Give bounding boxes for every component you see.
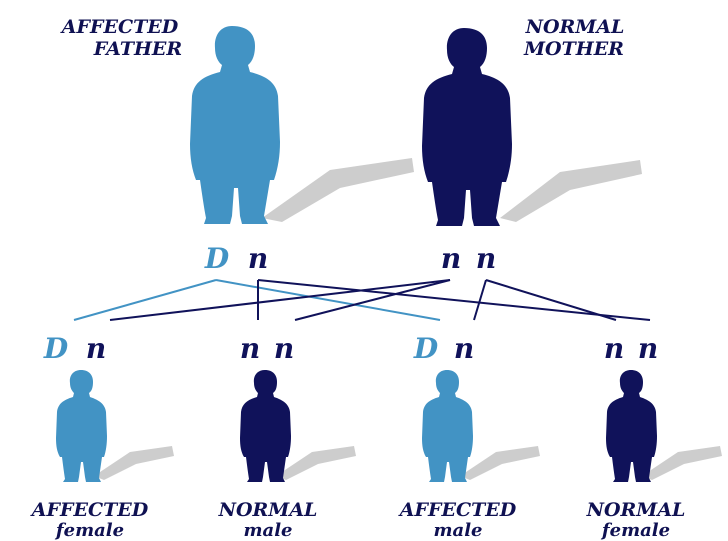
- line-mother-n2-to-child3: [473, 279, 487, 321]
- father-label-line2: FATHER: [93, 38, 182, 60]
- child4-shadow: [642, 446, 722, 480]
- child2-label-line1: NORMAL: [218, 499, 318, 521]
- child1-allele-1: D: [43, 332, 69, 365]
- father-label-line1: AFFECTED: [60, 16, 179, 38]
- child1-label-line2: female: [54, 520, 124, 541]
- child2-silhouette: [240, 370, 291, 482]
- child4-allele-1: n: [604, 332, 624, 365]
- father-allele-2: n: [248, 242, 268, 275]
- child1-silhouette: [56, 370, 107, 482]
- child4-label-line2: female: [600, 520, 670, 541]
- child3-silhouette: [422, 370, 473, 482]
- mother-silhouette: [422, 28, 512, 226]
- child3-allele-2: n: [454, 332, 474, 365]
- child2-label-line2: male: [244, 520, 293, 541]
- child3-label-line2: male: [434, 520, 483, 541]
- child4-silhouette: [606, 370, 657, 482]
- mother-shadow: [500, 160, 642, 222]
- mother-label-line1: NORMAL: [525, 16, 625, 38]
- father-silhouette: [190, 26, 280, 224]
- line-mother-n2-to-child4: [485, 279, 617, 321]
- line-father-D-to-child1: [73, 279, 217, 321]
- child3-shadow: [460, 446, 540, 480]
- child2-shadow: [276, 446, 356, 480]
- line-mother-n1-to-child1: [109, 279, 451, 321]
- father-allele-1: D: [204, 242, 230, 275]
- child4-label-line1: NORMAL: [586, 499, 686, 521]
- father-shadow: [262, 158, 414, 222]
- child2-allele-1: n: [240, 332, 260, 365]
- child4-allele-2: n: [638, 332, 658, 365]
- mother-allele-2: n: [476, 242, 496, 275]
- line-father-n-to-child4: [257, 279, 651, 321]
- child3-label-line1: AFFECTED: [398, 499, 517, 521]
- child2-allele-2: n: [274, 332, 294, 365]
- line-father-D-to-child3: [215, 279, 441, 321]
- mother-allele-1: n: [441, 242, 461, 275]
- child1-label-line1: AFFECTED: [30, 499, 149, 521]
- child1-shadow: [94, 446, 174, 480]
- mother-label-line2: MOTHER: [523, 38, 624, 60]
- child1-allele-2: n: [86, 332, 106, 365]
- child3-allele-1: D: [413, 332, 439, 365]
- line-mother-n1-to-child2: [294, 279, 451, 321]
- inheritance-lines: [73, 279, 651, 321]
